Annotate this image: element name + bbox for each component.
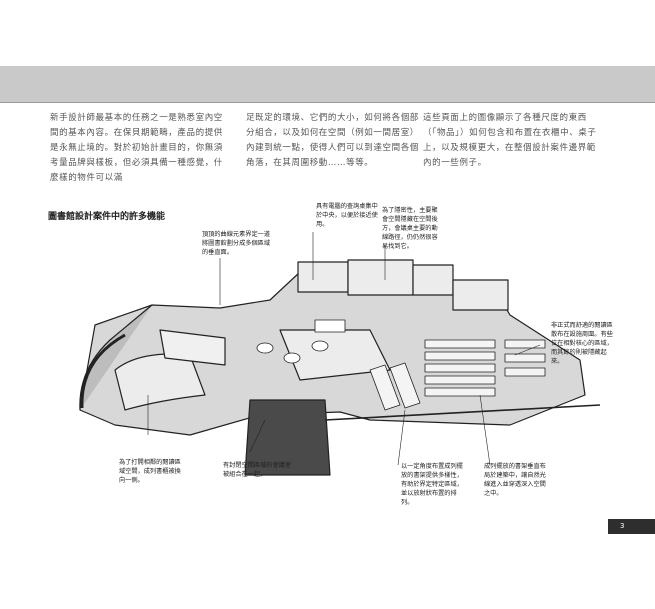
callout-enclosed: 有封閉空間區域的會議室被組合在一起。 [223, 462, 292, 478]
computer-table [314, 319, 346, 333]
room-back-left [297, 261, 349, 293]
callout-reading-area: 非正式而舒適的閱讀區散布在設施周圍。有些位在相對核心的區域，而其餘的則被隱藏起來… [551, 322, 613, 365]
round-table [283, 352, 301, 364]
callout-stacks-light: 成列擺放的書架垂直布局於建築中，讓自然光線進入並穿透深入空間之中。 [484, 463, 546, 497]
stack [424, 363, 496, 373]
stack [504, 367, 546, 377]
figure-title: 圖書館設計案件中的許多機能 [48, 212, 166, 222]
callout-reading-turn: 為了打開相鄰的閱讀區域空間，成列書櫃被換向一側。 [119, 459, 181, 484]
page-number: 3 [608, 519, 655, 534]
body-paragraph-1: 新手設計師最基本的任務之一是熟悉室內空間的基本內容。在保貝期範疇，產品的提供是永… [50, 113, 223, 183]
angled-stack [369, 364, 401, 411]
room-back-center [347, 259, 414, 296]
room-back-right [412, 264, 454, 296]
body-paragraph-2: 足既定的環境、它們的大小，如何將各個部分組合，以及如何在空間（例如一間居室）內建… [246, 113, 419, 168]
header-band [0, 66, 655, 103]
body-paragraph-3: 這些頁面上的圖像顯示了各種尺度的東西（「物品」）如何包含和布置在衣櫃中、桌子上，… [423, 113, 597, 168]
front-wall [324, 404, 601, 421]
meeting-rooms-block [244, 399, 331, 476]
round-table [256, 342, 274, 354]
library-floor-plan [79, 232, 601, 476]
curved-wall [80, 333, 126, 409]
room-far-right [452, 279, 509, 311]
stack [424, 351, 496, 361]
stack [424, 387, 496, 397]
stack [424, 339, 496, 349]
stack [504, 353, 546, 363]
callout-computers: 具有電腦的查詢桌集中於中央，以便於接近使用。 [316, 203, 378, 228]
callout-privacy: 為了隱密性，主要聚會空間隱藏在空間後方，會議桌主要的動線路徑，仍仍然很容易找到它… [382, 207, 438, 250]
angled-stack [389, 362, 421, 409]
callout-stacks-angle: 以一定角度布置成列擺放的書架提供多樣性，有助於界定特定區域，並以放射狀布置的排列… [401, 463, 463, 506]
stack [424, 375, 496, 385]
stack [504, 339, 546, 349]
round-table [311, 340, 329, 352]
callout-ceiling: 頂頂的曲線元素界定一道將圖書館劃分成多個區域的垂直面。 [202, 231, 271, 256]
left-reading-area [114, 353, 206, 411]
